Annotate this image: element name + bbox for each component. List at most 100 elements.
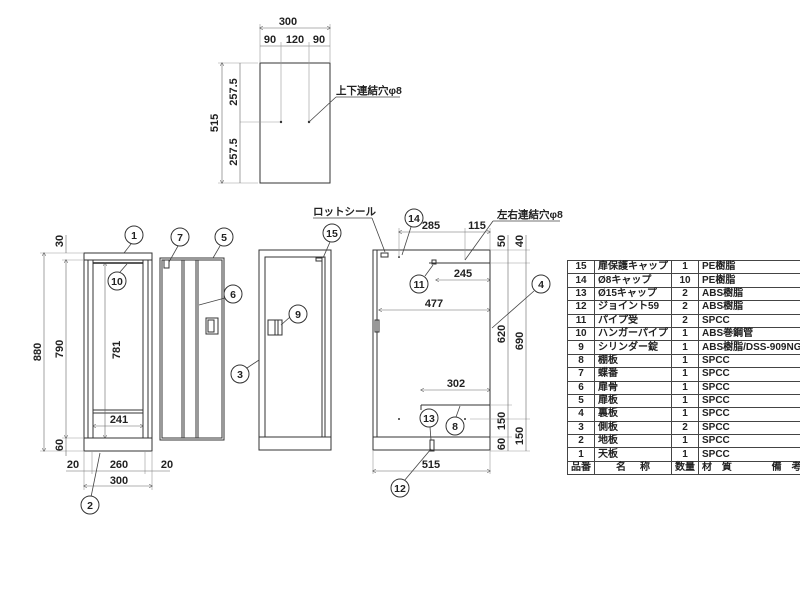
top-width-seg-3: 90 [313,34,325,46]
part-no: 8 [567,353,595,369]
inner-height-dim: 790 [54,340,66,358]
part-material: SPCC [697,434,800,449]
balloon-8 [445,416,465,436]
side-view: 285 115 245 477 302 515 50 40 620 690 15… [313,206,563,474]
part-no: 1 [567,447,595,462]
dim-60: 60 [496,438,508,450]
part-material: SPCC [697,313,800,328]
svg-text:11: 11 [413,279,424,291]
part-qty: 1 [671,393,699,409]
dim-245: 245 [454,268,472,280]
part-qty: 2 [671,313,699,328]
part-name: パイプ受 [594,313,672,328]
part-no: 2 [567,434,595,449]
part-name: 地板 [594,434,672,449]
hole-mark [279,120,283,124]
part-name: 扉保護キャップ [594,259,672,275]
part-no: 11 [567,313,595,328]
dim-620: 620 [496,325,508,343]
header-rem-b: 考 [791,462,800,474]
part-name: 蝶番 [594,367,672,382]
svg-text:10: 10 [111,276,123,288]
part-name: Ø8キャップ [594,273,672,288]
front-view-open: 781 241 880 790 30 60 20 260 20 300 [32,235,173,490]
dim-477: 477 [425,298,443,310]
part-no: 13 [567,286,595,302]
header-qty: 数量 [671,460,699,476]
hinge-part [163,259,170,269]
part-name: 裏板 [594,407,672,422]
top-panel-outline [259,62,331,184]
top-height-seg-2: 257.5 [228,138,240,166]
side-right-dim: 20 [161,459,173,471]
part-qty: 2 [671,420,699,436]
dim-515: 515 [422,459,440,471]
hanger-height-dim: 781 [111,341,123,359]
dim-115: 115 [468,220,486,232]
balloon-14 [404,208,424,228]
svg-text:15: 15 [326,228,338,240]
cabinet-outline [83,252,153,452]
part-name: 扉板 [594,393,672,409]
front-view-closed [258,249,332,451]
joint-part [429,439,435,452]
svg-text:3: 3 [237,369,243,381]
part-name: Ø15キャップ [594,286,672,302]
pipe-holder-part [431,259,437,265]
part-no: 12 [567,300,595,315]
side-hole-note: 左右連結穴φ8 [496,208,563,221]
part-qty: 1 [671,340,699,355]
dim-150-a: 150 [496,412,508,430]
door-inside-view [159,257,225,441]
side-left-dim: 20 [67,459,79,471]
balloon-7 [170,227,190,247]
part-no: 9 [567,340,595,355]
svg-text:2: 2 [87,500,93,512]
part-qty: 1 [671,447,699,462]
top-view: 300 90 120 90 515 257.5 257.5 上下連結穴φ8 [209,16,402,183]
part-no: 4 [567,407,595,422]
part-no: 10 [567,326,595,342]
part-material: ABS樹脂/DSS-909NG [697,340,800,355]
balloon-3 [230,364,250,384]
part-material: PE樹脂 [697,259,800,275]
part-material: SPCC [697,393,800,409]
part-qty: 1 [671,326,699,342]
lock-part [205,317,219,335]
header-mat-a: 材 [702,462,712,474]
balloon-12 [390,478,410,498]
part-material: ABS樹脂 [697,300,800,315]
part-material: SPCC [697,367,800,382]
part-material: SPCC [697,380,800,395]
dim-150-b: 150 [514,427,526,445]
header-rem-a: 備 [771,462,782,474]
part-material: SPCC [697,447,800,462]
part-name: 棚板 [594,353,672,369]
balloon-5 [214,227,234,247]
part-name: ハンガーパイプ [594,326,672,342]
header-part-no: 品番 [567,460,595,476]
svg-text:13: 13 [423,413,435,425]
balloon-9 [288,304,308,324]
part-name: 側板 [594,420,672,436]
svg-text:7: 7 [177,232,183,244]
part-name: 扉骨 [594,380,672,395]
svg-text:9: 9 [295,309,301,321]
svg-text:6: 6 [230,289,236,301]
svg-text:14: 14 [408,213,420,225]
parts-list-header: 品番 名称 数量 材質備考 [567,460,800,476]
part-qty: 1 [671,407,699,422]
